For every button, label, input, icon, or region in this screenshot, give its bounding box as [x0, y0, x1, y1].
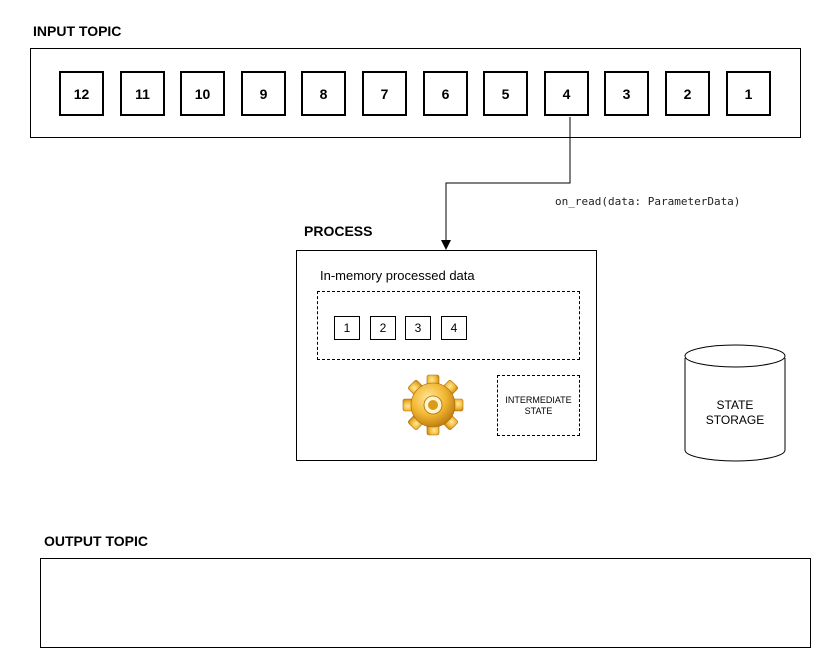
intermediate-state-box: INTERMEDIATE STATE	[497, 375, 580, 436]
input-message-5: 5	[483, 71, 528, 116]
memory-container	[317, 291, 580, 360]
input-message-4: 4	[544, 71, 589, 116]
output-topic-label: OUTPUT TOPIC	[44, 533, 148, 549]
on-read-label: on_read(data: ParameterData)	[555, 195, 741, 208]
input-topic-label: INPUT TOPIC	[33, 23, 122, 39]
input-message-9: 9	[241, 71, 286, 116]
input-message-2: 2	[665, 71, 710, 116]
input-message-10: 10	[180, 71, 225, 116]
intermediate-state-label: INTERMEDIATE STATE	[505, 394, 572, 416]
input-message-8: 8	[301, 71, 346, 116]
input-message-12: 12	[59, 71, 104, 116]
memory-message-1: 1	[334, 316, 360, 340]
input-message-7: 7	[362, 71, 407, 116]
input-message-3: 3	[604, 71, 649, 116]
memory-message-2: 2	[370, 316, 396, 340]
input-message-6: 6	[423, 71, 468, 116]
input-message-11: 11	[120, 71, 165, 116]
memory-message-3: 3	[405, 316, 431, 340]
process-label: PROCESS	[304, 223, 373, 239]
output-topic-box	[40, 558, 811, 648]
memory-label: In-memory processed data	[320, 268, 475, 283]
memory-message-4: 4	[441, 316, 467, 340]
state-storage-label: STATE STORAGE	[705, 398, 765, 427]
input-message-1: 1	[726, 71, 771, 116]
